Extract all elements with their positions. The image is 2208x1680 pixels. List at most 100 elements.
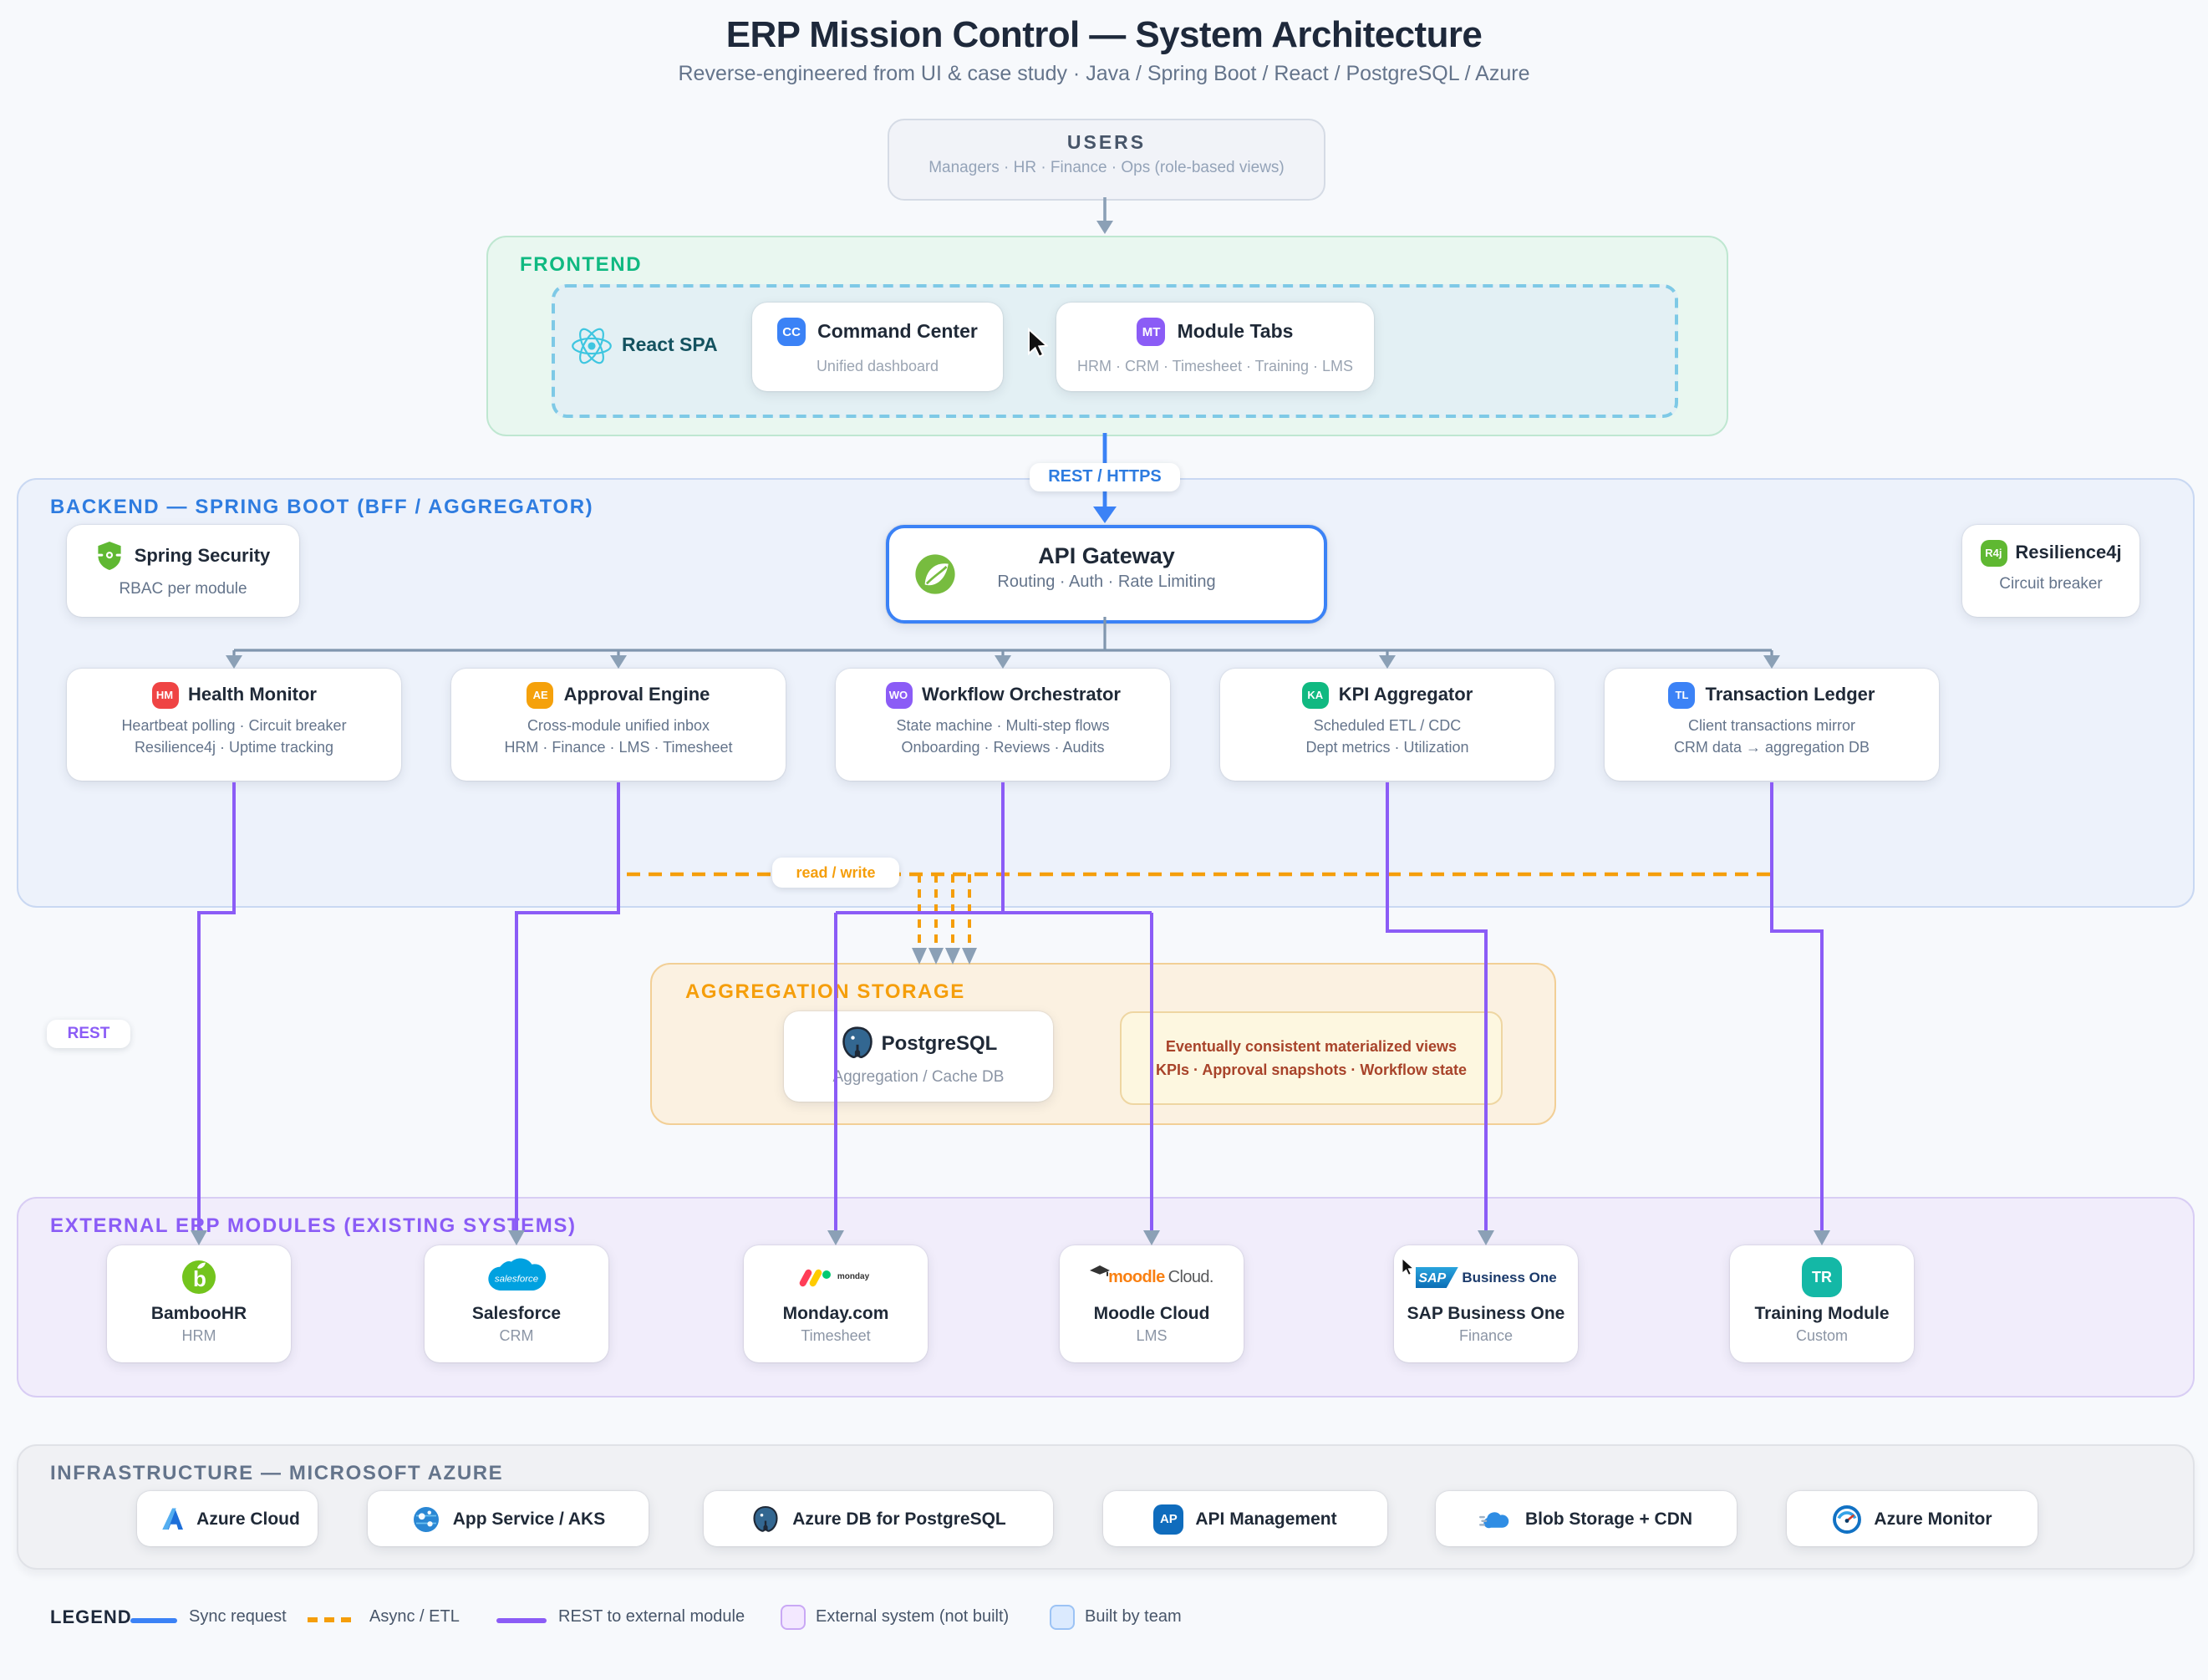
app-service-node: App Service / AKS [368, 1491, 649, 1546]
bamboohr-name: BambooHR [150, 1304, 247, 1324]
sap-logo-icon: SAP Business One [1394, 1255, 1578, 1299]
backend-label: BACKEND — SPRING BOOT (BFF / AGGREGATOR) [50, 495, 594, 518]
health-monitor-icon: HM [151, 682, 178, 709]
training-module-icon: TR [1802, 1257, 1842, 1297]
module-tabs-title: Module Tabs [1177, 322, 1294, 342]
legend-rest-label: REST to external module [558, 1608, 745, 1627]
azure-monitor-gauge-icon [1833, 1504, 1862, 1533]
command-center-node: CC Command Center Unified dashboard [752, 303, 1003, 391]
blob-storage-node: Blob Storage + CDN [1436, 1491, 1737, 1546]
command-center-title: Command Center [817, 322, 978, 342]
blob-storage-name: Blob Storage + CDN [1524, 1509, 1693, 1529]
legend-async-label: Async / ETL [369, 1608, 460, 1627]
approval-engine-title: Approval Engine [563, 685, 710, 705]
api-management-icon: AP [1153, 1504, 1184, 1534]
spring-security-title: Spring Security [134, 546, 271, 566]
azure-db-postgres-icon [753, 1504, 778, 1531]
app-service-name: App Service / AKS [452, 1509, 606, 1529]
salesforce-logo-icon: salesforce [488, 1258, 547, 1291]
rest-label: REST [47, 1020, 130, 1048]
users-subtitle: Managers · HR · Finance · Ops (role-base… [928, 159, 1285, 177]
bamboohr-logo-icon: b [182, 1260, 216, 1294]
page-subtitle: Reverse-engineered from UI & case study … [678, 62, 1530, 85]
aggregation-storage-label: AGGREGATION STORAGE [685, 980, 965, 1003]
monday-node: monday Monday.com Timesheet [744, 1245, 928, 1362]
svg-text:b: b [193, 1266, 206, 1291]
azure-logo-icon [161, 1507, 183, 1529]
transaction-ledger-node: TL Transaction Ledger Client transaction… [1605, 669, 1939, 781]
resilience4j-icon: R4j [1980, 540, 2007, 567]
workflow-orchestrator-node: WO Workflow Orchestrator State machine ·… [836, 669, 1170, 781]
users-title: USERS [1066, 134, 1147, 154]
legend-async-line [308, 1617, 358, 1622]
legend-rest-line [496, 1618, 547, 1623]
legend-external-swatch [781, 1605, 806, 1630]
module-tabs-subtitle: HRM · CRM · Timesheet · Training · LMS [1076, 358, 1354, 374]
azure-cloud-node: Azure Cloud [137, 1491, 318, 1546]
moodle-subtitle: LMS [1136, 1327, 1168, 1344]
transaction-ledger-title: Transaction Ledger [1705, 685, 1875, 705]
read-write-label: read / write [772, 858, 899, 888]
spring-leaf-icon [915, 554, 955, 594]
frontend-label: FRONTEND [520, 252, 643, 276]
spring-security-subtitle: RBAC per module [119, 580, 247, 598]
rest-https-label: REST / HTTPS [1030, 463, 1180, 491]
bamboohr-node: b BambooHR HRM [107, 1245, 291, 1362]
spring-security-node: Spring Security RBAC per module [67, 525, 299, 617]
api-management-node: AP API Management [1103, 1491, 1387, 1546]
moodle-name: Moodle Cloud [1093, 1304, 1210, 1324]
api-management-name: API Management [1195, 1509, 1337, 1529]
module-tabs-node: MT Module Tabs HRM · CRM · Timesheet · T… [1056, 303, 1374, 391]
postgresql-elephant-icon [842, 1026, 873, 1059]
legend-label: LEGEND [50, 1608, 132, 1628]
training-module-name: Training Module [1754, 1304, 1890, 1324]
azure-db-node: Azure DB for PostgreSQL [704, 1491, 1053, 1546]
app-service-icon [413, 1506, 439, 1531]
legend-sync-line [130, 1618, 177, 1623]
shield-icon [98, 542, 123, 570]
module-tabs-icon: MT [1137, 318, 1166, 346]
approval-engine-icon: AE [527, 682, 554, 709]
users-node: USERS Managers · HR · Finance · Ops (rol… [888, 119, 1325, 201]
training-module-node: TR Training Module Custom [1730, 1245, 1914, 1362]
blob-storage-cloud-icon [1479, 1512, 1510, 1529]
api-gateway-title: API Gateway [1038, 543, 1175, 568]
api-gateway-node: API Gateway Routing · Auth · Rate Limiti… [886, 525, 1327, 624]
infrastructure-label: INFRASTRUCTURE — MICROSOFT AZURE [50, 1461, 504, 1484]
command-center-subtitle: Unified dashboard [816, 358, 939, 374]
legend-built-label: Built by team [1085, 1608, 1182, 1627]
kpi-aggregator-title: KPI Aggregator [1338, 685, 1473, 705]
legend-built-swatch [1050, 1605, 1075, 1630]
aggregation-note-line2: KPIs · Approval snapshots · Workflow sta… [1155, 1061, 1468, 1078]
postgresql-subtitle: Aggregation / Cache DB [832, 1068, 1005, 1087]
postgresql-node: PostgreSQL Aggregation / Cache DB [784, 1011, 1053, 1102]
external-modules-label: EXTERNAL ERP MODULES (EXISTING SYSTEMS) [50, 1214, 577, 1237]
approval-engine-node: AE Approval Engine Cross-module unified … [451, 669, 786, 781]
sap-node: SAP Business One SAP Business One Financ… [1394, 1245, 1578, 1362]
azure-cloud-name: Azure Cloud [196, 1509, 300, 1529]
postgresql-title: PostgreSQL [881, 1031, 998, 1055]
svg-text:salesforce: salesforce [495, 1274, 538, 1284]
sap-name: SAP Business One [1407, 1304, 1565, 1324]
react-spa-label: React SPA [622, 336, 718, 356]
transaction-ledger-icon: TL [1668, 682, 1696, 709]
mouse-cursor [1028, 328, 1048, 358]
salesforce-subtitle: CRM [499, 1327, 534, 1344]
kpi-aggregator-icon: KA [1301, 682, 1329, 709]
health-monitor-title: Health Monitor [188, 685, 317, 705]
workflow-orchestrator-title: Workflow Orchestrator [922, 685, 1121, 705]
health-monitor-node: HM Health Monitor Heartbeat polling · Ci… [67, 669, 401, 781]
resilience4j-node: R4j Resilience4j Circuit breaker [1962, 525, 2139, 617]
legend-external-label: External system (not built) [816, 1608, 1010, 1627]
page-title: ERP Mission Control — System Architectur… [725, 13, 1483, 55]
monday-name: Monday.com [782, 1304, 889, 1324]
react-icon [572, 328, 612, 364]
